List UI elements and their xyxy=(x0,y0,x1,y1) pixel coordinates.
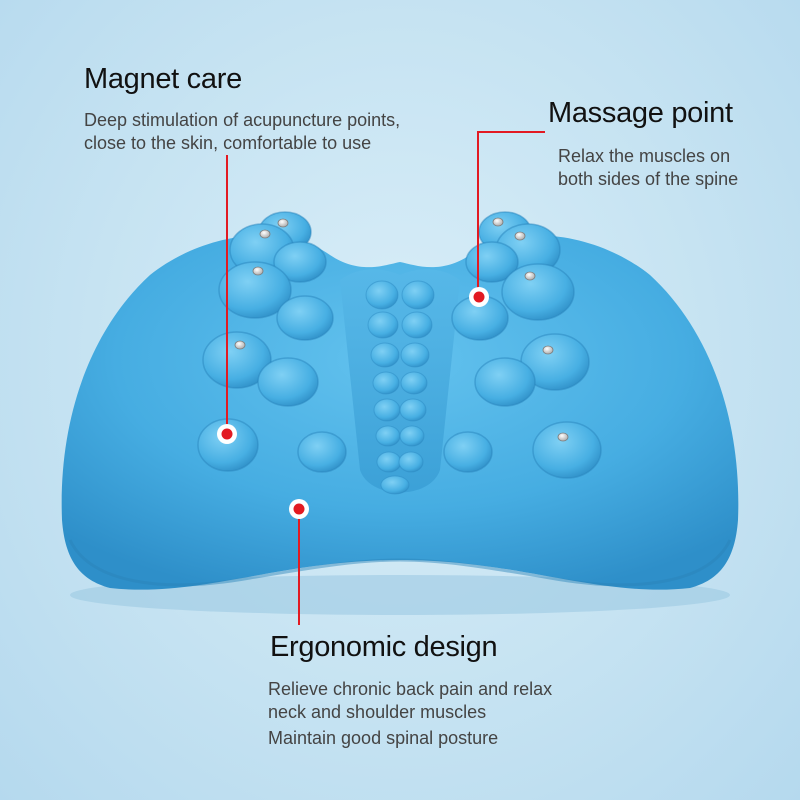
magnet-care-title: Magnet care xyxy=(84,63,242,95)
magnets xyxy=(234,217,569,442)
ergonomic-design-line-2: neck and shoulder muscles xyxy=(268,702,487,722)
callout-markers xyxy=(217,287,489,519)
callout-marker-icon xyxy=(469,287,489,307)
massage-point-line-2: both sides of the spine xyxy=(558,169,739,189)
magnet-icon xyxy=(252,266,264,276)
magnet-icon xyxy=(492,217,504,227)
magnet-care-line-2: close to the skin, comfortable to use xyxy=(84,133,372,153)
ergonomic-design-extra: Maintain good spinal posture xyxy=(268,728,499,748)
ergonomic-design-line-1: Relieve chronic back pain and relax xyxy=(268,679,553,699)
base-shadow xyxy=(70,575,730,615)
right-knobs xyxy=(443,211,602,479)
magnet-care-description: Deep stimulation of acupuncture points, … xyxy=(84,109,400,155)
magnet-icon xyxy=(542,345,554,355)
magnet-care-line-1: Deep stimulation of acupuncture points, xyxy=(84,110,401,130)
massage-point-leader xyxy=(477,131,545,297)
callout-lines xyxy=(226,131,545,625)
ergonomic-design-title: Ergonomic design xyxy=(270,631,498,663)
massage-point-description: Relax the muscles on both sides of the s… xyxy=(558,145,738,191)
massage-point-line-1: Relax the muscles on xyxy=(558,146,731,166)
massage-point-title: Massage point xyxy=(548,97,733,129)
magnet-icon xyxy=(557,432,569,442)
magnet-icon xyxy=(259,229,271,239)
spine-ridge xyxy=(340,269,460,495)
callout-marker-icon xyxy=(217,424,237,444)
massager-rim xyxy=(68,539,732,587)
magnet-icon xyxy=(277,218,289,228)
callout-marker-icon xyxy=(289,499,309,519)
ergonomic-design-description: Relieve chronic back pain and relax neck… xyxy=(268,678,552,724)
magnet-icon xyxy=(514,231,526,241)
magnet-icon xyxy=(234,340,246,350)
magnet-icon xyxy=(524,271,536,281)
